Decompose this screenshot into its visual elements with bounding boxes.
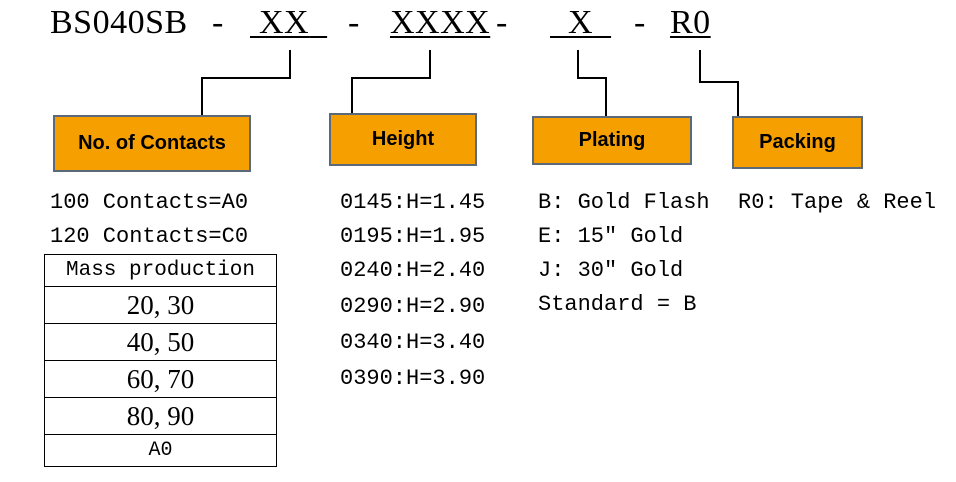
- box-height: Height: [329, 113, 477, 166]
- table-row: 80, 90: [44, 397, 277, 435]
- plating-option: B: Gold Flash: [538, 190, 710, 215]
- table-row: 60, 70: [44, 360, 277, 398]
- table-footer: A0: [44, 434, 277, 467]
- height-option: 0340:H=3.40: [340, 330, 486, 355]
- plating-option: J: 30″ Gold: [538, 258, 684, 283]
- separator: -: [212, 4, 224, 41]
- connector-height: [351, 50, 431, 114]
- height-code: XXXX: [390, 4, 491, 41]
- connector-contacts: [201, 50, 291, 116]
- packing-option: R0: Tape & Reel: [738, 190, 937, 215]
- table-row: 40, 50: [44, 323, 277, 361]
- packing-code: R0: [670, 4, 711, 41]
- height-option: 0195:H=1.95: [340, 224, 486, 249]
- separator: -: [496, 4, 508, 41]
- plating-option: Standard = B: [538, 292, 697, 317]
- height-option: 0290:H=2.90: [340, 294, 486, 319]
- table-row: A0: [44, 434, 277, 467]
- plating-code: X: [568, 4, 594, 41]
- box-no-of-contacts: No. of Contacts: [53, 115, 251, 172]
- part-prefix: BS040SB: [50, 4, 188, 41]
- box-packing: Packing: [732, 116, 863, 169]
- mass-production-table: Mass production 20, 30 40, 50 60, 70 80,…: [44, 254, 277, 467]
- connector-packing: [699, 50, 739, 117]
- plating-option: E: 15″ Gold: [538, 224, 684, 249]
- separator: -: [634, 4, 646, 41]
- table-row: 20, 30: [44, 286, 277, 324]
- table-header: Mass production: [44, 254, 277, 287]
- contacts-option: 120 Contacts=C0: [50, 224, 249, 249]
- table-cell: 60, 70: [44, 360, 277, 398]
- height-option: 0240:H=2.40: [340, 258, 486, 283]
- table-cell: 80, 90: [44, 397, 277, 435]
- height-option: 0145:H=1.45: [340, 190, 486, 215]
- contacts-option: 100 Contacts=A0: [50, 190, 249, 215]
- table-row: Mass production: [44, 254, 277, 287]
- table-cell: 40, 50: [44, 323, 277, 361]
- separator: -: [348, 4, 360, 41]
- connector-plating: [577, 50, 607, 117]
- box-plating: Plating: [532, 116, 692, 165]
- contacts-code: XX: [259, 4, 310, 41]
- height-option: 0390:H=3.90: [340, 366, 486, 391]
- table-cell: 20, 30: [44, 286, 277, 324]
